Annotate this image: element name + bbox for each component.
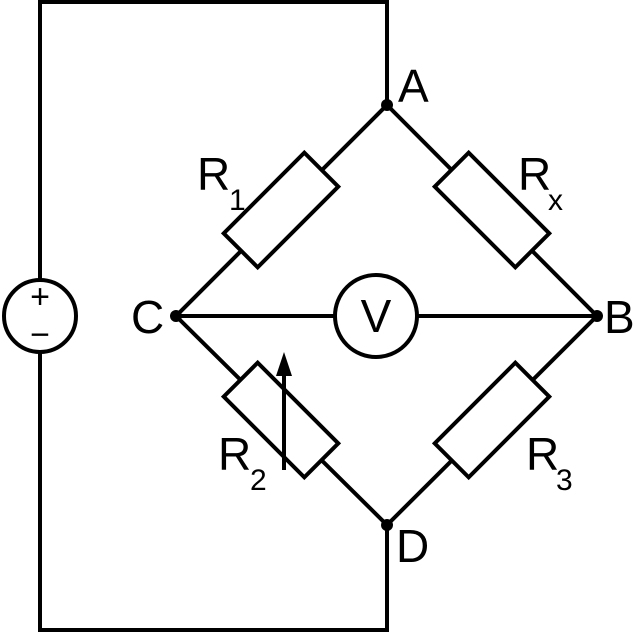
resistor-rx-label: R: [518, 148, 551, 200]
resistor-r3-subscript: 3: [556, 464, 573, 497]
node-d-dot: [381, 519, 393, 531]
wire-top-left: [38, 0, 389, 282]
node-c-dot: [170, 310, 182, 322]
node-a-label: A: [398, 60, 429, 112]
resistor-rx: [431, 149, 553, 271]
node-c-label: C: [131, 291, 164, 343]
node-b-dot: [591, 310, 603, 322]
resistor-r2-subscript: 2: [250, 464, 267, 497]
node-b-label: B: [604, 291, 635, 343]
minus-sign: −: [30, 316, 50, 354]
voltmeter-symbol: V: [361, 290, 392, 342]
resistor-r3-label: R: [526, 428, 559, 480]
resistor-r1-label: R: [197, 148, 230, 200]
voltmeter: V: [333, 273, 419, 359]
resistor-rx-subscript: x: [548, 184, 563, 217]
variable-arrow-icon: [276, 352, 292, 470]
voltage-source-circle: [2, 278, 78, 354]
voltmeter-circle: [333, 273, 419, 359]
resistor-r2: [220, 359, 342, 481]
voltage-source: + −: [2, 278, 78, 354]
resistor-r2-label: R: [218, 428, 251, 480]
resistor-r1: [220, 149, 342, 271]
resistor-r3: [431, 359, 553, 481]
node-a-dot: [381, 99, 393, 111]
plus-sign: +: [30, 278, 50, 316]
node-d-label: D: [396, 520, 429, 572]
resistor-r1-subscript: 1: [229, 184, 246, 217]
wire-bottom-left: [38, 350, 389, 632]
